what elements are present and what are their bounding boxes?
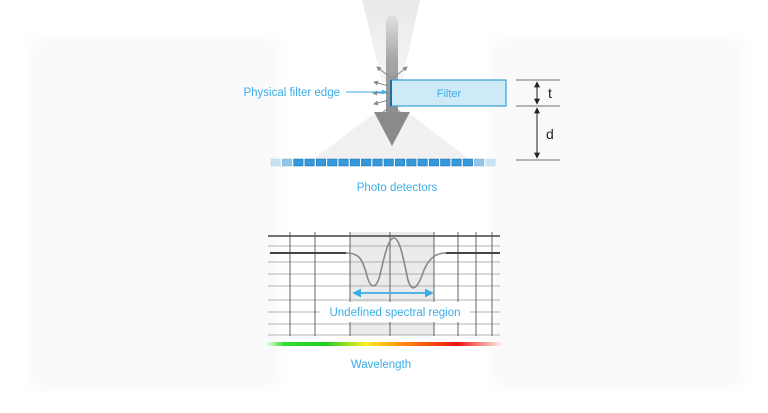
scatter-arrow-icon xyxy=(392,66,408,79)
distance-label: d xyxy=(546,126,554,142)
photo-detector-cell xyxy=(406,158,417,167)
scatter-arrow-icon xyxy=(392,105,406,117)
photo-detector-cell xyxy=(282,158,293,167)
undefined-spectral-region-label: Undefined spectral region xyxy=(329,307,460,319)
photo-detector-cell xyxy=(417,158,428,167)
photo-detector-cell xyxy=(451,158,462,167)
physical-filter-edge-label: Physical filter edge xyxy=(243,87,340,99)
photo-detector-cell xyxy=(372,158,383,167)
scatter-arrow-icon xyxy=(373,80,390,87)
dimension-markers: t d xyxy=(516,79,560,161)
photo-detector-cell xyxy=(361,158,372,167)
photo-detector-cell xyxy=(383,158,394,167)
photo-detector-cell xyxy=(485,158,496,167)
photo-detector-cell xyxy=(428,158,439,167)
photo-detector-cell xyxy=(338,158,349,167)
photo-detector-cell xyxy=(462,158,473,167)
thickness-label: t xyxy=(548,85,552,101)
spectral-curve xyxy=(345,237,447,289)
photo-detector-row xyxy=(270,158,496,167)
filter-label: Filter xyxy=(437,88,462,100)
background-panel-left xyxy=(30,38,278,388)
photo-detector-cell xyxy=(440,158,451,167)
photo-detector-cell xyxy=(315,158,326,167)
photo-detectors-label: Photo detectors xyxy=(357,182,438,194)
spectral-plot: Undefined spectral region xyxy=(268,232,500,336)
scatter-arrow-icon xyxy=(373,99,390,106)
scatter-arrow-icon xyxy=(376,66,392,79)
wavelength-color-bar xyxy=(265,342,505,346)
photo-detector-cell xyxy=(293,158,304,167)
photo-detector-cell xyxy=(327,158,338,167)
scatter-arrows xyxy=(372,66,408,117)
scatter-arrow-icon xyxy=(377,105,392,117)
photo-detector-cell xyxy=(474,158,485,167)
beam-arrowhead xyxy=(374,112,410,146)
photo-detector-cell xyxy=(395,158,406,167)
photo-detector-cell xyxy=(349,158,360,167)
photo-detector-cell xyxy=(304,158,315,167)
filter-block xyxy=(390,79,507,107)
undefined-region-label-box xyxy=(320,302,470,322)
background-panel-right xyxy=(492,38,742,388)
wavelength-label: Wavelength xyxy=(351,359,411,371)
photo-detector-cell xyxy=(270,158,281,167)
